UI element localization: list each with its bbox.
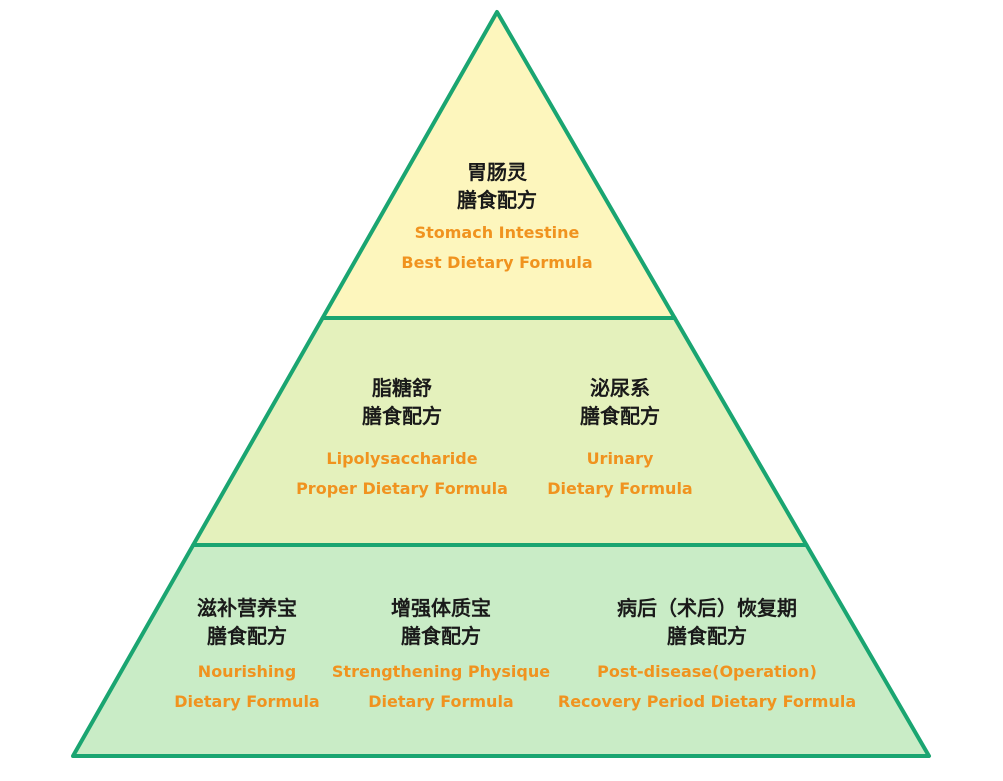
block-title-en: Lipolysaccharide Proper Dietary Formula [296, 444, 508, 504]
zh-line: 病后（术后）恢复期 [617, 596, 797, 620]
en-line: Nourishing [197, 662, 297, 681]
zh-line: 膳食配方 [207, 624, 287, 648]
block-title-zh: 增强体质宝 膳食配方 [332, 594, 550, 650]
zh-line: 脂糖舒 [372, 376, 432, 400]
tier3-block-nourishing: 滋补营养宝 膳食配方 Nourishing Dietary Formula [174, 594, 319, 717]
zh-line: 泌尿系 [590, 376, 650, 400]
tier2-block-lipolysaccharide: 脂糖舒 膳食配方 Lipolysaccharide Proper Dietary… [296, 374, 508, 504]
zh-line: 膳食配方 [667, 624, 747, 648]
block-title-zh: 滋补营养宝 膳食配方 [174, 594, 319, 650]
en-line: Dietary Formula [174, 692, 320, 711]
zh-line: 增强体质宝 [391, 596, 491, 620]
en-line: Dietary Formula [368, 692, 514, 711]
zh-line: 膳食配方 [401, 624, 481, 648]
en-line: Dietary Formula [547, 479, 693, 498]
zh-line: 滋补营养宝 [197, 596, 297, 620]
en-line: Best Dietary Formula [401, 253, 593, 272]
block-title-zh: 泌尿系 膳食配方 [547, 374, 692, 430]
en-line: Urinary [586, 449, 654, 468]
block-title-en: Post-disease(Operation) Recovery Period … [558, 657, 856, 717]
tier1-block-stomach-intestine: 胃肠灵 膳食配方 Stomach Intestine Best Dietary … [401, 158, 592, 278]
zh-line: 胃肠灵 [467, 160, 527, 184]
tier2-block-urinary: 泌尿系 膳食配方 Urinary Dietary Formula [547, 374, 692, 504]
block-title-zh: 胃肠灵 膳食配方 [401, 158, 592, 214]
en-line: Lipolysaccharide [326, 449, 478, 468]
en-line: Recovery Period Dietary Formula [557, 692, 857, 711]
block-title-en: Urinary Dietary Formula [547, 444, 692, 504]
block-title-zh: 病后（术后）恢复期 膳食配方 [558, 594, 856, 650]
zh-line: 膳食配方 [362, 404, 442, 428]
block-title-en: Nourishing Dietary Formula [174, 657, 319, 717]
block-title-zh: 脂糖舒 膳食配方 [296, 374, 508, 430]
tier3-block-strengthening-physique: 增强体质宝 膳食配方 Strengthening Physique Dietar… [332, 594, 550, 717]
zh-line: 膳食配方 [580, 404, 660, 428]
en-line: Strengthening Physique [331, 662, 551, 681]
en-line: Proper Dietary Formula [296, 479, 508, 498]
block-title-en: Strengthening Physique Dietary Formula [332, 657, 550, 717]
tier3-block-post-disease-recovery: 病后（术后）恢复期 膳食配方 Post-disease(Operation) R… [558, 594, 856, 717]
en-line: Post-disease(Operation) [597, 662, 817, 681]
tier-top-shape [320, 10, 677, 320]
block-title-en: Stomach Intestine Best Dietary Formula [401, 218, 592, 278]
en-line: Stomach Intestine [414, 223, 580, 242]
zh-line: 膳食配方 [457, 188, 537, 212]
